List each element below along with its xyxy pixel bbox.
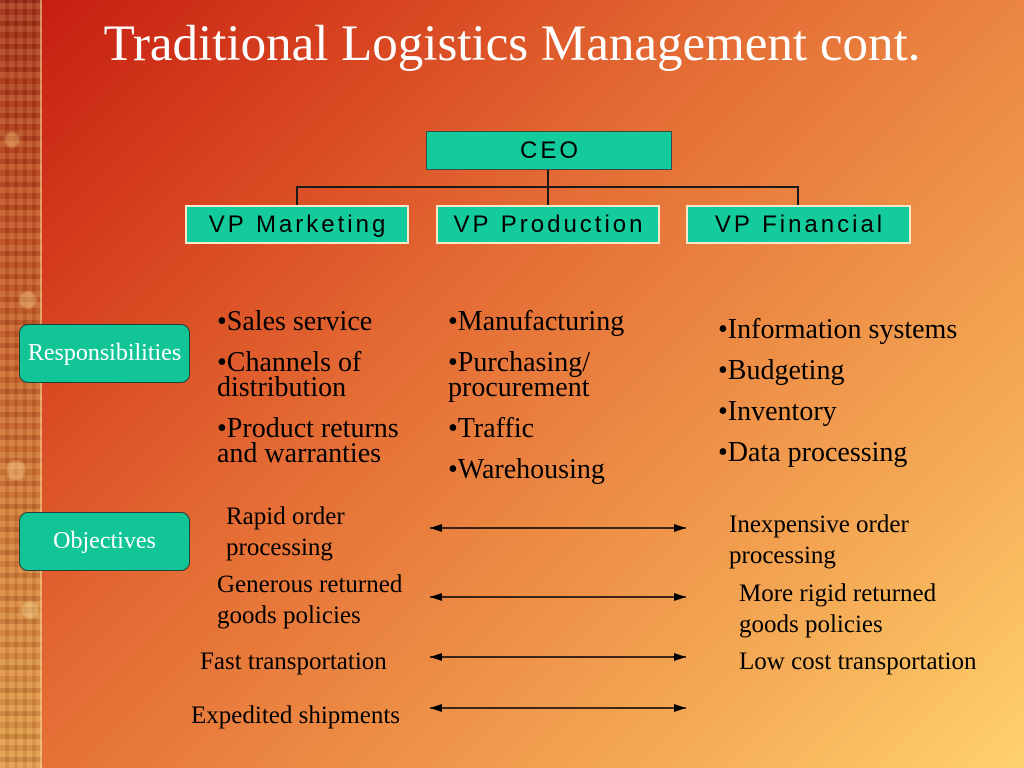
objectives-label-box: Objectives [19, 512, 190, 571]
financial-responsibilities-list: •Information systems •Budgeting •Invento… [718, 314, 958, 481]
list-item: •Data processing [718, 437, 908, 468]
ceo-label: CEO [519, 136, 581, 164]
decorative-texture-strip [0, 0, 42, 768]
objective-right-text: Inexpensive order processing [729, 511, 909, 569]
objective-left-text: Expedited shipments [191, 702, 400, 729]
list-item: •Warehousing [448, 454, 605, 485]
vp-marketing-box: VP Marketing [185, 205, 409, 244]
list-item: •Inventory [718, 396, 837, 427]
list-item: •Purchasing/ procurement [448, 347, 591, 403]
list-item: •Manufacturing [448, 306, 625, 337]
vp-production-label: VP Production [453, 210, 646, 238]
list-item: •Traffic [448, 413, 535, 444]
ceo-box: CEO [426, 131, 672, 170]
marketing-responsibilities-list: •Sales service •Channels of distribution… [217, 306, 399, 482]
slide-title: Traditional Logistics Management cont. [103, 16, 921, 72]
vp-financial-label: VP Financial [714, 210, 886, 238]
objective-left-text: Generous returned goods policies [217, 571, 403, 629]
objectives-label: Objectives [53, 528, 156, 554]
objective-left-text: Fast transportation [200, 648, 387, 675]
objective-right-text: More rigid returned goods policies [739, 580, 937, 638]
list-item: •Product returns and warranties [217, 413, 399, 469]
objective-right-text: Low cost transportation [739, 648, 977, 675]
responsibilities-label-box: Responsibilities [19, 324, 190, 383]
vp-marketing-label: VP Marketing [208, 210, 389, 238]
objective-left-text: Rapid order processing [226, 503, 345, 561]
list-item: •Budgeting [718, 355, 845, 386]
vp-production-box: VP Production [436, 205, 660, 244]
list-item: •Channels of distribution [217, 347, 362, 403]
list-item: •Sales service [217, 306, 373, 337]
list-item: •Information systems [718, 314, 958, 345]
vp-financial-box: VP Financial [686, 205, 911, 244]
responsibilities-label: Responsibilities [27, 340, 182, 366]
production-responsibilities-list: •Manufacturing •Purchasing/ procurement … [448, 306, 625, 498]
